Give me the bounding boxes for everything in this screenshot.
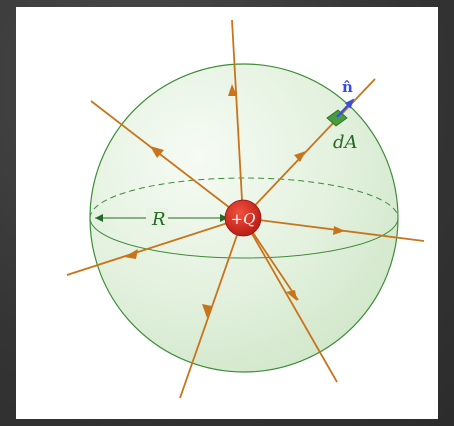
point-charge [224, 199, 262, 237]
arrow-down-left [202, 304, 212, 318]
equator-back [89, 177, 399, 219]
radius-label-bg [146, 208, 168, 228]
field-line-up-left [90, 100, 244, 219]
arrow-up-right [294, 151, 306, 162]
radius-label: R [151, 209, 166, 230]
arrow-left [124, 249, 138, 259]
arrow-down-right [286, 290, 297, 301]
normal-label: n̂ [342, 78, 353, 96]
area-element-patch [326, 109, 348, 127]
arrow-up [228, 84, 237, 96]
field-arrows [124, 84, 345, 318]
arrow-right [333, 226, 345, 235]
arrow-up-left [150, 146, 164, 158]
field-line-down-right [242, 217, 338, 383]
field-line-down-left [179, 217, 244, 399]
charge-label: +Q [231, 210, 256, 228]
normal-vector [336, 98, 355, 118]
equator-front [89, 217, 399, 259]
field-line-left [66, 217, 244, 276]
field-line-right [242, 217, 425, 242]
area-element-label: dA [333, 132, 358, 153]
field-line-up [231, 19, 244, 219]
